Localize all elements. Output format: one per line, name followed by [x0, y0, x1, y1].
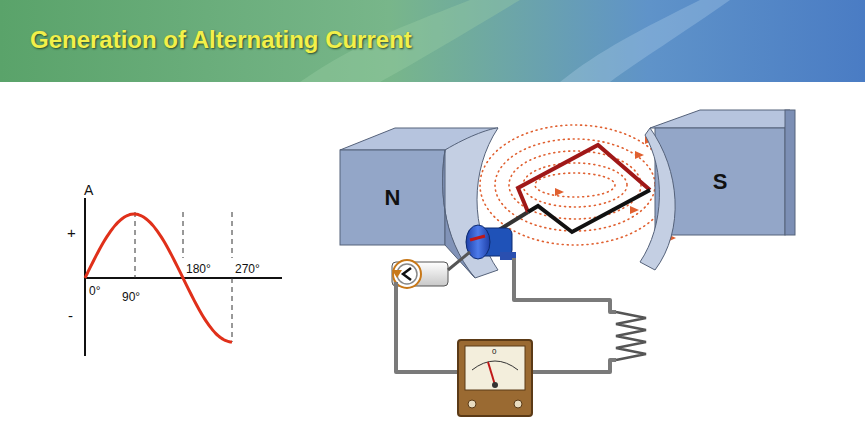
- slip-rings: [466, 225, 516, 260]
- pole-label: N: [385, 185, 401, 211]
- banner-texture: [560, 0, 730, 82]
- ammeter: [458, 340, 532, 416]
- magnet-pole: N: [340, 150, 445, 245]
- brush-terminal: [392, 252, 470, 288]
- graph-label: A: [84, 183, 93, 197]
- title-banner: [0, 0, 865, 82]
- south-magnet: [640, 110, 795, 270]
- pole-label: S: [713, 169, 728, 195]
- graph-label: 270°: [235, 263, 260, 275]
- magnet-pole: S: [655, 128, 785, 235]
- current-arrow: [392, 270, 402, 278]
- meter-scale: 0: [492, 348, 496, 356]
- north-magnet: [340, 128, 498, 278]
- sine-graph: [85, 198, 282, 356]
- magnetic-field-lines: [480, 125, 676, 245]
- graph-label: 0°: [89, 285, 100, 297]
- title: Generation of Alternating Current: [30, 26, 412, 54]
- graph-label: -: [68, 308, 73, 323]
- resistor-symbol: [616, 312, 646, 360]
- graph-label: +: [67, 225, 76, 240]
- graph-label: 180°: [186, 263, 211, 275]
- graph-label: 90°: [122, 291, 140, 303]
